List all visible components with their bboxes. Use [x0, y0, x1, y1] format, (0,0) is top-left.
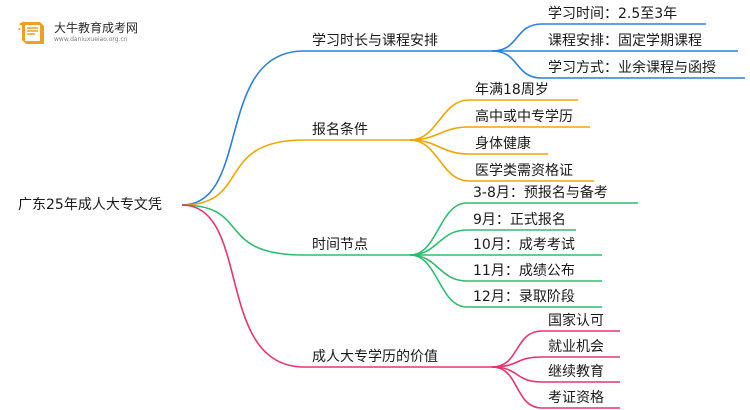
leaf-node[interactable]: 3-8月：预报名与备考: [473, 185, 608, 201]
leaf-node[interactable]: 继续教育: [548, 364, 604, 380]
leaf-connector: [409, 254, 602, 308]
leaf-node[interactable]: 高中或中专学历: [475, 109, 573, 125]
leaf-node[interactable]: 12月：录取阶段: [473, 289, 575, 305]
leaf-node[interactable]: 10月：成考考试: [473, 237, 575, 253]
leaf-connector: [409, 229, 576, 256]
branch-connector: [181, 139, 410, 206]
branch-node[interactable]: 学习时长与课程安排: [312, 33, 438, 49]
leaf-connector: [491, 356, 620, 368]
leaf-connector: [409, 202, 638, 256]
site-logo[interactable]: 大牛教育成考网 www.daniuxueiao.org.cn: [18, 16, 168, 50]
leaf-connector: [491, 23, 706, 52]
leaf-node[interactable]: 课程安排：固定学期课程: [548, 33, 702, 49]
leaf-node[interactable]: 国家认可: [548, 313, 604, 329]
leaf-node[interactable]: 9月：正式报名: [473, 212, 566, 228]
leaf-connector: [491, 50, 745, 79]
branch-connector: [181, 50, 492, 206]
leaf-node[interactable]: 学习方式：业余课程与函授: [548, 60, 716, 76]
leaf-connector: [409, 139, 548, 155]
branch-node[interactable]: 报名条件: [312, 122, 368, 138]
branch-node[interactable]: 成人大专学历的价值: [312, 349, 438, 365]
leaf-node[interactable]: 11月：成绩公布: [473, 263, 575, 279]
root-node[interactable]: 广东25年成人大专文凭: [18, 197, 162, 213]
book-logo-icon: [18, 22, 44, 44]
leaf-connector: [409, 254, 602, 282]
branch-connector: [181, 204, 410, 256]
branch-node[interactable]: 时间节点: [312, 237, 368, 253]
leaf-node[interactable]: 就业机会: [548, 339, 604, 355]
branch-connector: [181, 204, 492, 368]
leaf-node[interactable]: 医学类需资格证: [475, 163, 573, 179]
leaf-node[interactable]: 年满18周岁: [475, 82, 549, 98]
leaf-node[interactable]: 身体健康: [475, 136, 531, 152]
leaf-connector: [491, 330, 620, 368]
leaf-connector: [491, 366, 620, 383]
leaf-node[interactable]: 学习时间：2.5至3年: [548, 6, 678, 22]
logo-url: www.daniuxueiao.org.cn: [54, 36, 128, 43]
leaf-connector: [409, 99, 578, 141]
leaf-connector: [409, 126, 590, 141]
leaf-connector: [409, 139, 594, 182]
leaf-node[interactable]: 考证资格: [548, 390, 604, 406]
leaf-connector: [491, 366, 620, 409]
logo-title: 大牛教育成考网: [54, 21, 139, 35]
